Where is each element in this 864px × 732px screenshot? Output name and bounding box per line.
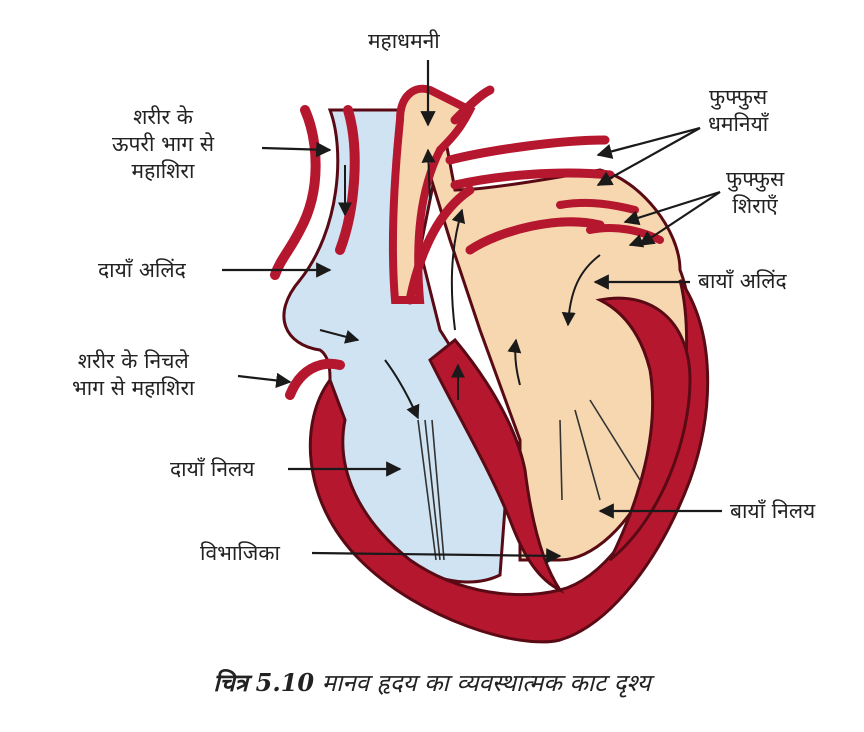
chordae-tendineae: [417, 399, 641, 561]
right-ventricle-label: दायाँ निलय: [170, 457, 255, 481]
svc-line-2: ऊपरी भाग से: [112, 132, 215, 156]
pulmonary-veins-line-2: शिराएँ: [732, 194, 778, 218]
left-ventricle-wall: [595, 296, 692, 562]
inferior-vena-cava: [285, 358, 345, 400]
heart-muscle-wall: [308, 279, 710, 644]
septum-wall: [428, 337, 565, 594]
pulmonary-veins-label: फुफ्फुस शिराएँ: [726, 166, 784, 220]
pulmonary-arteries-line-2: धमनियाँ: [708, 112, 769, 136]
ivc-line-1: शरीर के निचले: [77, 349, 189, 373]
leader-arrows: [222, 60, 722, 564]
ivc-line-2: भाग से महाशिरा: [72, 376, 195, 400]
caption-number: 5.10: [255, 668, 315, 697]
superior-vena-cava-label: शरीर के ऊपरी भाग से महाशिरा: [112, 104, 214, 185]
inferior-vena-cava-label: शरीर के निचले भाग से महाशिरा: [72, 348, 194, 402]
flow-arrows: [319, 148, 651, 420]
left-atrium-label: बायाँ अलिंद: [698, 269, 787, 293]
pulmonary-veins-line-1: फुफ्फुस: [726, 167, 785, 191]
left-ventricle-label: बायाँ निलय: [730, 499, 816, 523]
caption-text: मानव हृदय का व्यवस्थात्मक काट दृश्य: [321, 669, 651, 697]
aorta-branch: [450, 85, 495, 125]
pulmonary-arteries-label: फुफ्फुस धमनियाँ: [708, 84, 768, 138]
pulmonary-trunk: [405, 185, 475, 305]
septum-label: विभाजिका: [200, 541, 280, 565]
atrial-wall: [465, 217, 605, 255]
aorta-label: महाधमनी: [368, 29, 440, 53]
caption-prefix: चित्र: [213, 668, 249, 697]
pulmonary-arteries-line-1: फुफ्फुस: [708, 85, 768, 109]
svc-line-3: महाशिरा: [131, 159, 195, 183]
pulmonary-artery-vessel: [445, 135, 615, 190]
right-atrium-label: दायाँ अलिंद: [98, 258, 186, 282]
figure-caption: चित्र 5.10 मानव हृदय का व्यवस्थात्मक काट…: [0, 666, 864, 699]
svc-line-1: शरीर के: [133, 105, 193, 129]
superior-vena-cava: [270, 105, 360, 280]
